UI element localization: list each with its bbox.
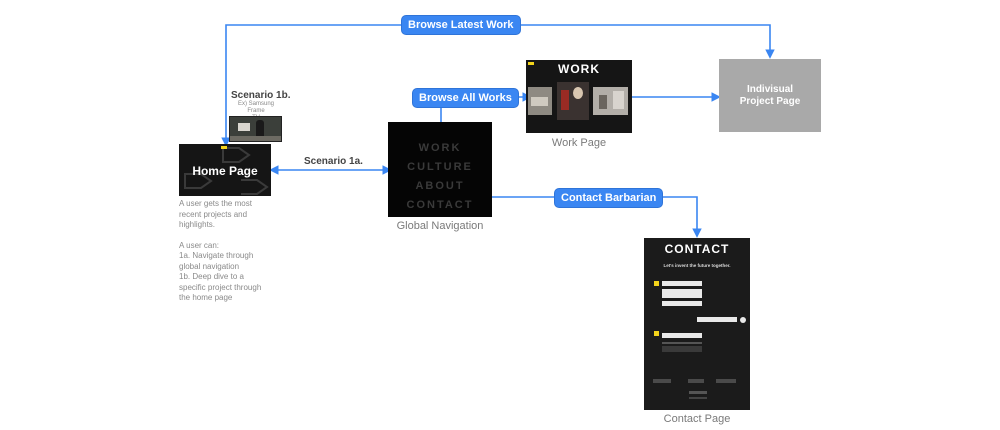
nav-item-culture[interactable]: CULTURE [407, 161, 473, 173]
project-page-box: Indivisual Project Page [719, 59, 821, 132]
work-page-logo: WORK [558, 62, 600, 76]
chat-bubble [697, 317, 737, 322]
global-navigation-caption: Global Navigation [396, 220, 484, 232]
chat-bubble [662, 333, 702, 338]
chat-bubble [662, 301, 702, 306]
project-page-title-line2: Project Page [739, 96, 801, 107]
chat-input[interactable] [662, 346, 702, 352]
contact-page-logo: CONTACT [664, 242, 730, 256]
nav-item-work[interactable]: WORK [418, 142, 462, 154]
contact-tagline: Let's invent the future together. [663, 263, 731, 268]
nav-item-contact[interactable]: CONTACT [406, 199, 474, 211]
footer-block [716, 379, 736, 383]
arrow-browse-latest [221, 24, 775, 147]
browse-all-works-label: Browse All Works [413, 89, 518, 107]
nav-item-about[interactable]: ABOUT [415, 180, 465, 192]
scenario-1b-title: Scenario 1b. [231, 90, 291, 101]
footer-note [689, 397, 707, 399]
home-page-screen: Home Page [179, 144, 271, 196]
work-page-screen: WORK [526, 60, 632, 133]
chat-avatar [654, 331, 659, 336]
contact-page-caption: Contact Page [663, 413, 731, 425]
global-navigation-screen: WORK CULTURE ABOUT CONTACT [388, 122, 492, 217]
social-icons [689, 391, 707, 394]
chat-hint [662, 342, 702, 344]
project-page-title-line1: Indivisual [746, 84, 794, 95]
contact-page-screen: CONTACT Let's invent the future together… [644, 238, 750, 410]
work-thumbnail [593, 87, 628, 115]
work-page-caption: Work Page [551, 137, 607, 149]
contact-barbarian-label: Contact Barbarian [555, 189, 663, 207]
footer-block [653, 379, 671, 383]
chat-bubble [662, 289, 702, 298]
tv-thumbnail [229, 116, 282, 142]
browse-latest-work-label: Browse Latest Work [402, 16, 520, 34]
chat-avatar [654, 281, 659, 286]
footer-block [688, 379, 704, 383]
scenario-1a-label: Scenario 1a. [304, 156, 363, 167]
work-thumbnail [528, 87, 552, 115]
chat-bubble [662, 281, 702, 286]
work-thumbnail [557, 82, 589, 120]
chat-avatar [740, 317, 746, 323]
home-description: A user gets the most recent projects and… [179, 199, 262, 302]
home-page-title: Home Page [192, 164, 258, 178]
